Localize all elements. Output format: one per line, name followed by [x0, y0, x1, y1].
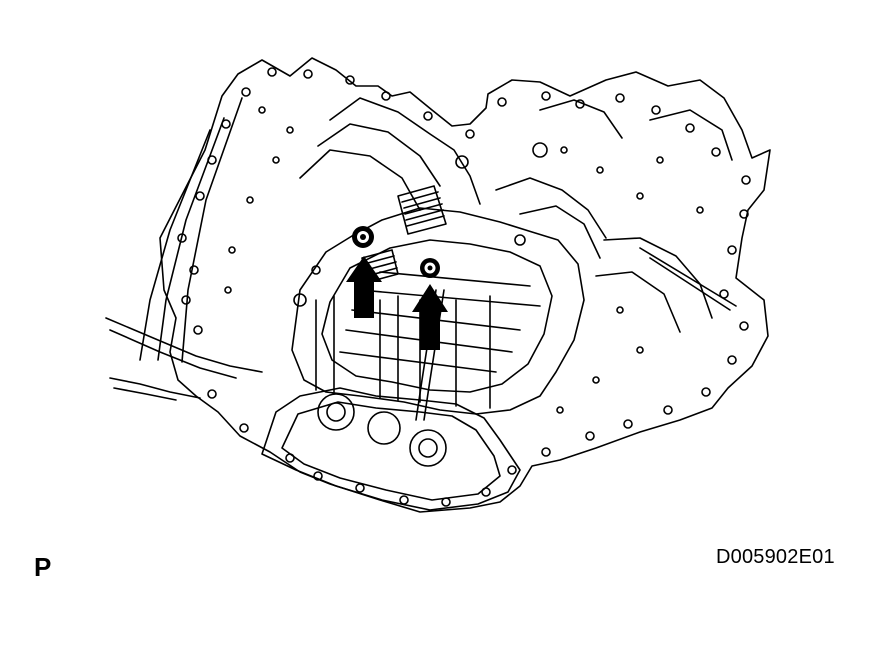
- boss-right: [409, 429, 447, 467]
- bolt-holes: [177, 67, 751, 507]
- oil-pan-flange: [261, 387, 521, 511]
- boss-left: [317, 393, 355, 431]
- spline-gear: [397, 185, 447, 235]
- arrow-up-left: [346, 256, 382, 318]
- left-rail: [139, 129, 211, 361]
- valve-body: [291, 207, 585, 415]
- view-label: P: [34, 552, 52, 582]
- arrow-up-right: [412, 284, 448, 350]
- component-right-ring: [420, 258, 440, 278]
- boss-center: [367, 411, 401, 445]
- case-outline: [159, 57, 771, 513]
- drawing-code: D005902E01: [716, 546, 835, 568]
- component-left-ring: [352, 226, 374, 248]
